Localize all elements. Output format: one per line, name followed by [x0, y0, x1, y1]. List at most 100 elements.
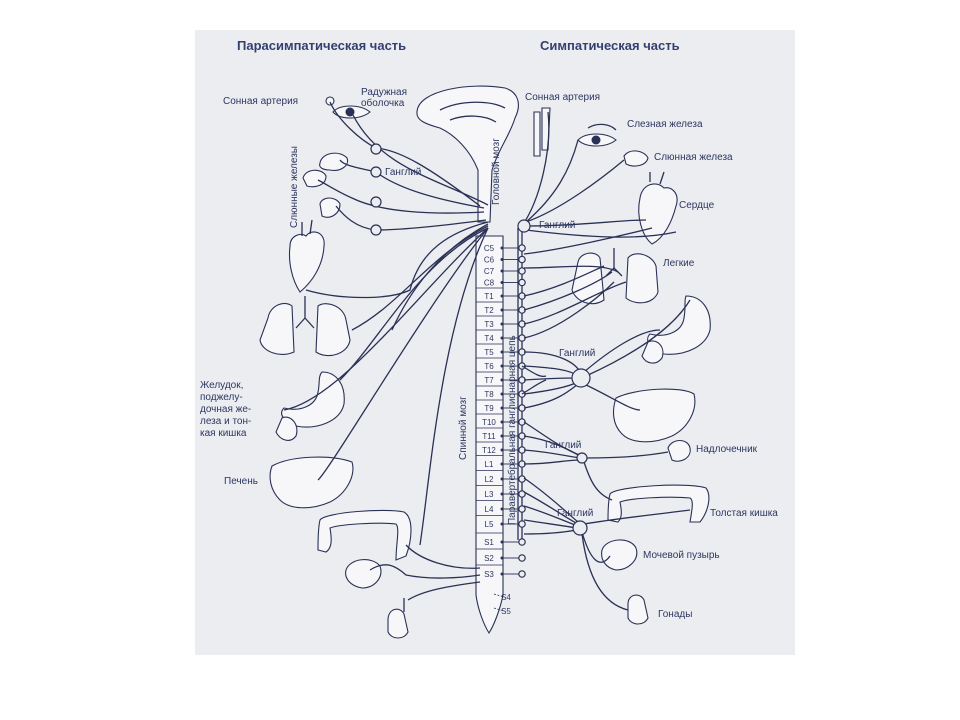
- header-parasympathetic: Парасимпатическая часть: [237, 38, 406, 53]
- chain-ganglion-c5: [518, 244, 526, 252]
- segment-root-dot: [500, 507, 504, 511]
- segment-label-s5: S5: [501, 607, 511, 616]
- liver-right-icon: [612, 388, 696, 443]
- segment-label-t6: T6: [484, 362, 494, 371]
- segment-root-dot: [500, 269, 504, 273]
- segment-root-dot: [500, 258, 504, 261]
- chain-ganglion-c8: [518, 278, 526, 287]
- segment-label-t7: T7: [484, 376, 494, 385]
- label-right-lungs: Легкие: [663, 258, 695, 269]
- label-right-gonads: Гонады: [658, 609, 692, 620]
- segment-label-l4: L4: [485, 505, 494, 514]
- label-left-salivary: Слюнные железы: [289, 146, 300, 228]
- segment-label-t12: T12: [482, 446, 496, 455]
- label-left-ganglion: Ганглий: [385, 167, 421, 178]
- ganglion-left-2: [370, 166, 382, 178]
- segment-root-dot: [500, 364, 504, 368]
- segment-root-dot: [500, 281, 504, 284]
- label-right-bladder: Мочевой пузырь: [643, 550, 720, 561]
- segment-root-dot: [500, 294, 504, 298]
- salivary-gland-right-icon: [623, 150, 649, 167]
- label-left-stomach-3: дочная же-: [200, 404, 251, 415]
- bladder-left-icon: [345, 559, 382, 589]
- label-right-lacrimal: Слезная железа: [627, 119, 703, 130]
- label-right-ganglion-4: Ганглий: [557, 508, 593, 519]
- header-sympathetic: Симпатическая часть: [540, 38, 680, 53]
- ganglion-left-1: [370, 143, 382, 155]
- ganglion-mesenteric-superior: [576, 452, 588, 464]
- segment-root-dot: [500, 420, 504, 424]
- segment-label-t3: T3: [484, 320, 494, 329]
- label-left-iris-2: оболочка: [361, 97, 405, 109]
- segment-label-t10: T10: [482, 418, 496, 427]
- segment-root-dot: [500, 336, 504, 340]
- segment-root-dot: [500, 406, 504, 410]
- chain-ganglion-c7: [518, 267, 526, 275]
- lungs-left-icon: [259, 296, 351, 357]
- sacral-root-line: [493, 607, 505, 612]
- chain-ganglion-s3: [518, 570, 526, 578]
- segment-label-t8: T8: [484, 390, 494, 399]
- parasympathetic-ganglia: [370, 143, 382, 236]
- colon-left-icon: [317, 509, 412, 561]
- segment-root-dot: [500, 448, 504, 452]
- label-right-salivary: Слюнная железа: [654, 152, 733, 163]
- lungs-right-icon: [571, 248, 659, 305]
- salivary-gland-left-3-icon: [319, 197, 341, 218]
- label-right-heart: Сердце: [679, 200, 715, 211]
- segment-label-c8: C8: [484, 279, 495, 288]
- segment-root-dot: [500, 322, 504, 326]
- ganglion-left-3: [370, 196, 382, 208]
- label-right-adrenal: Надлочечник: [696, 444, 758, 455]
- label-left-carotid: Сонная артерия: [223, 96, 298, 107]
- segment-root-dot: [500, 392, 504, 396]
- colon-right-icon: [607, 484, 710, 523]
- segment-root-dot: [500, 492, 504, 496]
- label-left-liver: Печень: [224, 476, 258, 487]
- ganglion-cervical: [517, 219, 531, 233]
- segment-root-dot: [500, 308, 504, 312]
- spinal-cord-label: Спинной мозг: [458, 396, 469, 460]
- spinal-cord: [475, 235, 504, 635]
- brain-illustration: [416, 85, 519, 223]
- chain-ganglion-l2: [518, 475, 526, 483]
- segment-label-c6: C6: [484, 256, 495, 265]
- bladder-right-icon: [601, 539, 638, 571]
- stomach-left-icon: [275, 371, 345, 441]
- label-left-stomach-4: леза и тон-: [200, 416, 251, 427]
- adrenal-right-icon: [667, 439, 691, 462]
- label-right-ganglion-3: Ганглий: [545, 440, 581, 451]
- ganglion-left-4: [370, 224, 382, 236]
- segment-label-s3: S3: [484, 570, 494, 579]
- segment-root-dot: [500, 378, 504, 382]
- label-left-stomach-5: кая кишка: [200, 428, 247, 439]
- chain-ganglion-s2: [518, 554, 526, 562]
- label-right-ganglion-2: Ганглий: [559, 348, 595, 359]
- segment-label-l1: L1: [485, 460, 494, 469]
- spinal-segments: C5C6C7C8T1T2T3T4T5T6T7T8T9T10T11T12L1L2L…: [476, 244, 511, 616]
- segment-root-dot: [500, 434, 504, 438]
- gonads-right-icon: [627, 594, 649, 625]
- ganglion-mesenteric-inferior: [572, 520, 588, 536]
- sympathetic-nerves: [521, 111, 691, 611]
- segment-root-dot: [500, 462, 504, 466]
- eye-right-icon: [577, 123, 617, 147]
- ganglion-celiac: [571, 368, 591, 388]
- segment-label-c5: C5: [484, 244, 495, 253]
- segment-label-s2: S2: [484, 554, 494, 563]
- heart-left-icon: [288, 219, 325, 293]
- segment-label-t11: T11: [482, 432, 496, 441]
- segment-label-l5: L5: [485, 520, 494, 529]
- segment-label-t5: T5: [484, 348, 494, 357]
- segment-root-dot: [500, 540, 504, 544]
- segment-label-l2: L2: [485, 475, 494, 484]
- sympathetic-ganglia: [517, 219, 591, 536]
- label-right-carotid: Сонная артерия: [525, 92, 600, 103]
- chain-ganglion-l5: [518, 520, 526, 528]
- segment-root-dot: [500, 522, 504, 526]
- segment-root-dot: [500, 477, 504, 481]
- brain-label: Головной мозг: [491, 138, 502, 205]
- segment-label-s1: S1: [484, 538, 494, 547]
- segment-label-l3: L3: [485, 490, 494, 499]
- gonads-left-icon: [387, 598, 409, 639]
